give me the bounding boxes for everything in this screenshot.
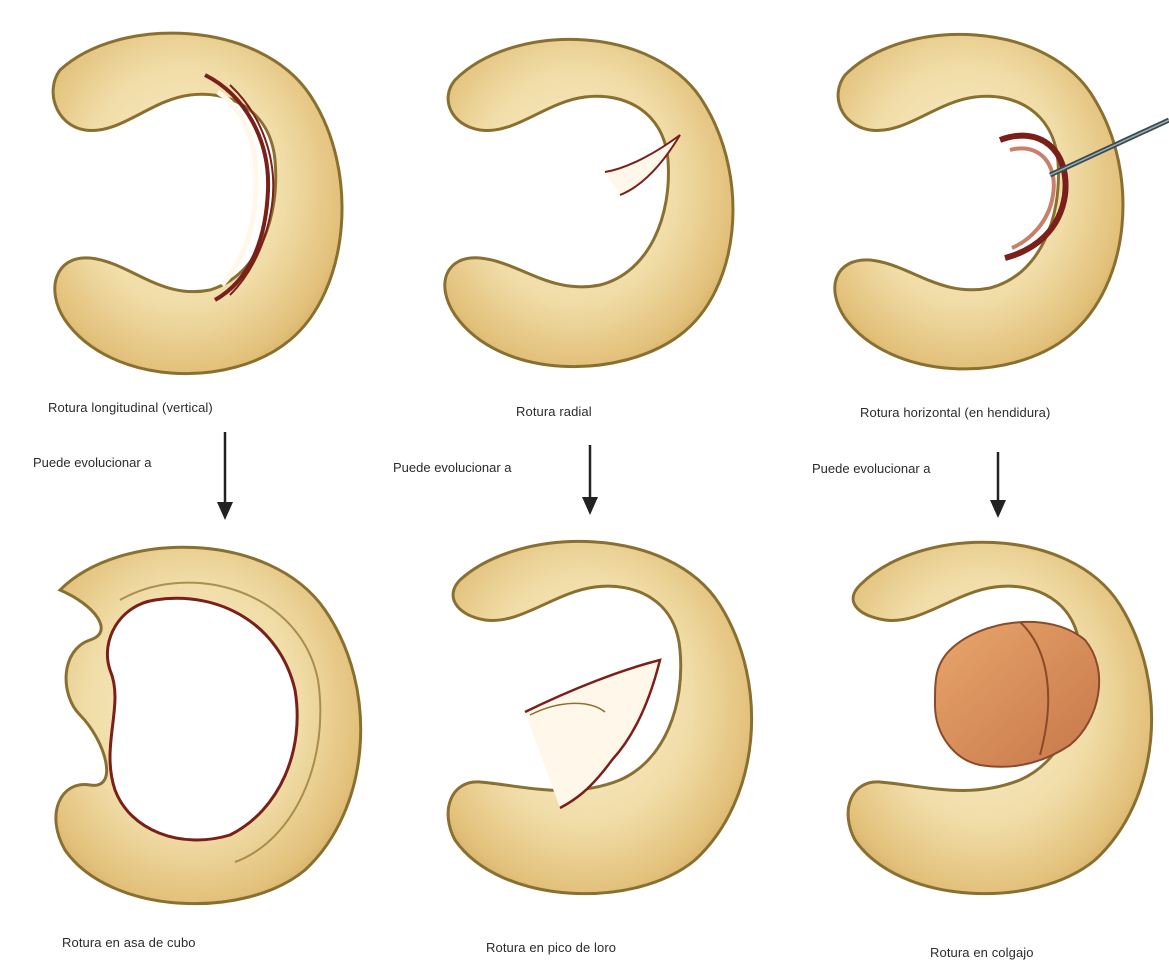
- arrow-label-2: Puede evolucionar a: [393, 460, 512, 475]
- meniscus-bucket-handle-figure: [56, 547, 361, 903]
- caption-longitudinal: Rotura longitudinal (vertical): [48, 400, 213, 415]
- caption-flap: Rotura en colgajo: [930, 945, 1034, 960]
- caption-horizontal: Rotura horizontal (en hendidura): [860, 405, 1050, 420]
- meniscus-flap-figure: [848, 542, 1152, 893]
- arrow-label-1: Puede evolucionar a: [33, 455, 152, 470]
- caption-bucket-handle: Rotura en asa de cubo: [62, 935, 196, 950]
- meniscus-horizontal-figure: [835, 34, 1169, 369]
- caption-radial: Rotura radial: [516, 404, 592, 419]
- meniscus-radial-figure: [445, 39, 733, 366]
- arrow-1: [217, 432, 233, 520]
- arrow-3: [990, 452, 1006, 518]
- caption-parrot-beak: Rotura en pico de loro: [486, 940, 616, 955]
- arrow-label-3: Puede evolucionar a: [812, 461, 931, 476]
- arrow-2: [582, 445, 598, 515]
- meniscus-longitudinal-figure: [53, 33, 342, 374]
- meniscus-parrot-beak-figure: [448, 541, 752, 893]
